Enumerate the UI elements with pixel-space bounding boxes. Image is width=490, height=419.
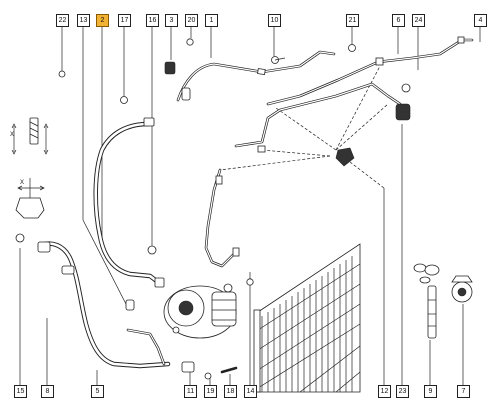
pipe-6 <box>266 36 474 106</box>
callout-2-highlighted[interactable]: 2 <box>96 14 109 27</box>
callout-11[interactable]: 11 <box>184 385 197 398</box>
callout-16[interactable]: 16 <box>146 14 159 27</box>
hose-5 <box>37 241 171 369</box>
callout-3[interactable]: 3 <box>165 14 178 27</box>
compressor <box>163 283 237 339</box>
callout-22[interactable]: 22 <box>56 14 69 27</box>
dashed-pointers <box>219 65 389 189</box>
callout-10[interactable]: 10 <box>268 14 281 27</box>
callout-9[interactable]: 9 <box>424 385 437 398</box>
callout-13[interactable]: 13 <box>77 14 90 27</box>
pressure-switch <box>451 275 473 303</box>
fittings <box>15 38 411 380</box>
torque-x-label: X <box>10 132 14 138</box>
callout-5[interactable]: 5 <box>91 385 104 398</box>
callout-21[interactable]: 21 <box>346 14 359 27</box>
condenser <box>253 243 361 393</box>
callout-8[interactable]: 8 <box>41 385 54 398</box>
callout-17[interactable]: 17 <box>118 14 131 27</box>
torque-x-label-2: X <box>20 180 24 186</box>
callout-12[interactable]: 12 <box>378 385 391 398</box>
pipe-condenser-feed <box>204 168 240 268</box>
callout-1[interactable]: 1 <box>205 14 218 27</box>
pipe-1 <box>176 50 336 102</box>
callout-23[interactable]: 23 <box>396 385 409 398</box>
valve-kit <box>413 263 440 339</box>
callout-15[interactable]: 15 <box>14 385 27 398</box>
callout-6[interactable]: 6 <box>392 14 405 27</box>
callout-7[interactable]: 7 <box>457 385 470 398</box>
callout-20[interactable]: 20 <box>185 14 198 27</box>
leader-lines <box>19 27 481 385</box>
bolt-detail <box>11 117 49 219</box>
pipe-12 <box>234 82 402 153</box>
callout-14[interactable]: 14 <box>244 385 257 398</box>
callout-19[interactable]: 19 <box>204 385 217 398</box>
callout-4[interactable]: 4 <box>474 14 487 27</box>
hose-2 <box>93 117 165 288</box>
callout-24[interactable]: 24 <box>412 14 425 27</box>
callout-18[interactable]: 18 <box>224 385 237 398</box>
